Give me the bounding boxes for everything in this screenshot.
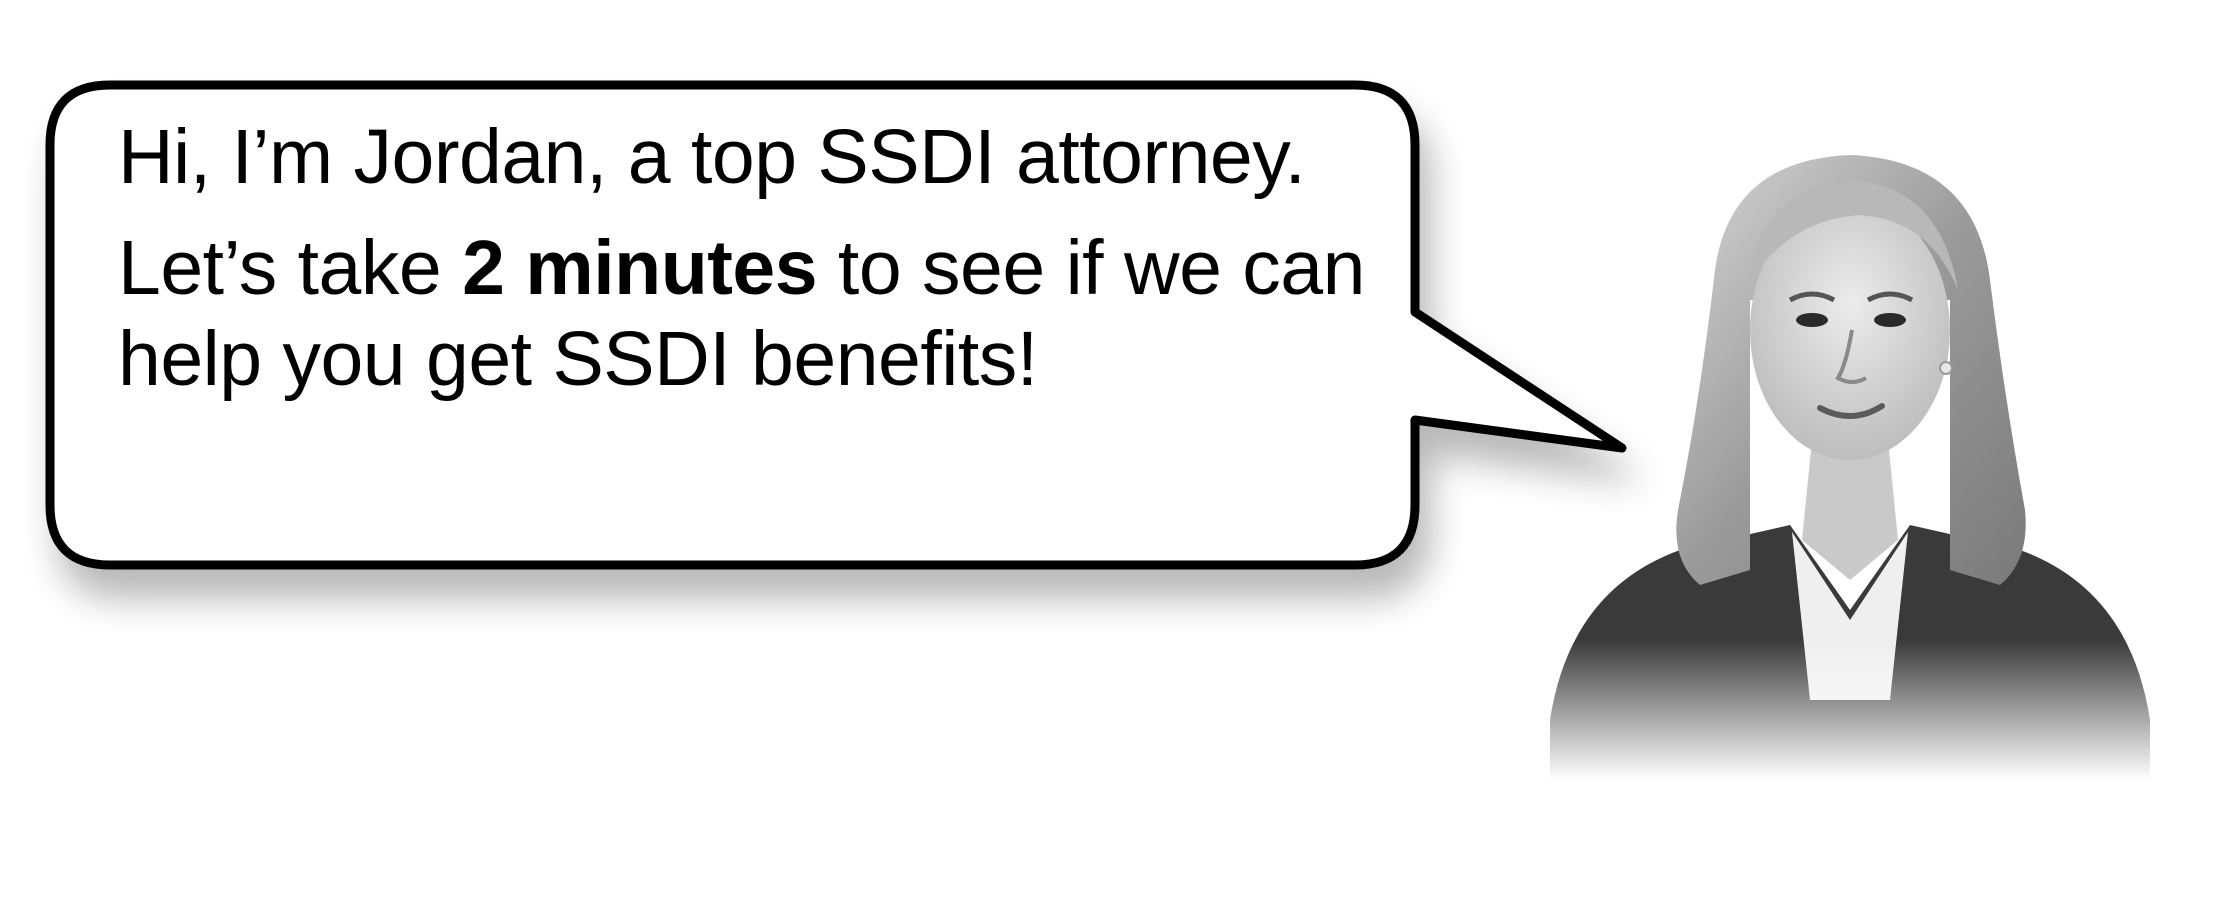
speech-bubble-text: Hi, I’m Jordan, a top SSDI attorney. Let… [118, 112, 1368, 405]
cta-emphasis: 2 minutes [462, 225, 818, 311]
attorney-portrait [1530, 140, 2170, 780]
cta-prefix: Let’s take [118, 225, 463, 311]
cta-line: Let’s take 2 minutes to see if we can he… [118, 223, 1368, 405]
speech-bubble-outline [45, 80, 1627, 570]
cta-suffix: to see if we can help you get SSDI benef… [118, 225, 1365, 402]
intro-line: Hi, I’m Jordan, a top SSDI attorney. [118, 114, 1306, 200]
